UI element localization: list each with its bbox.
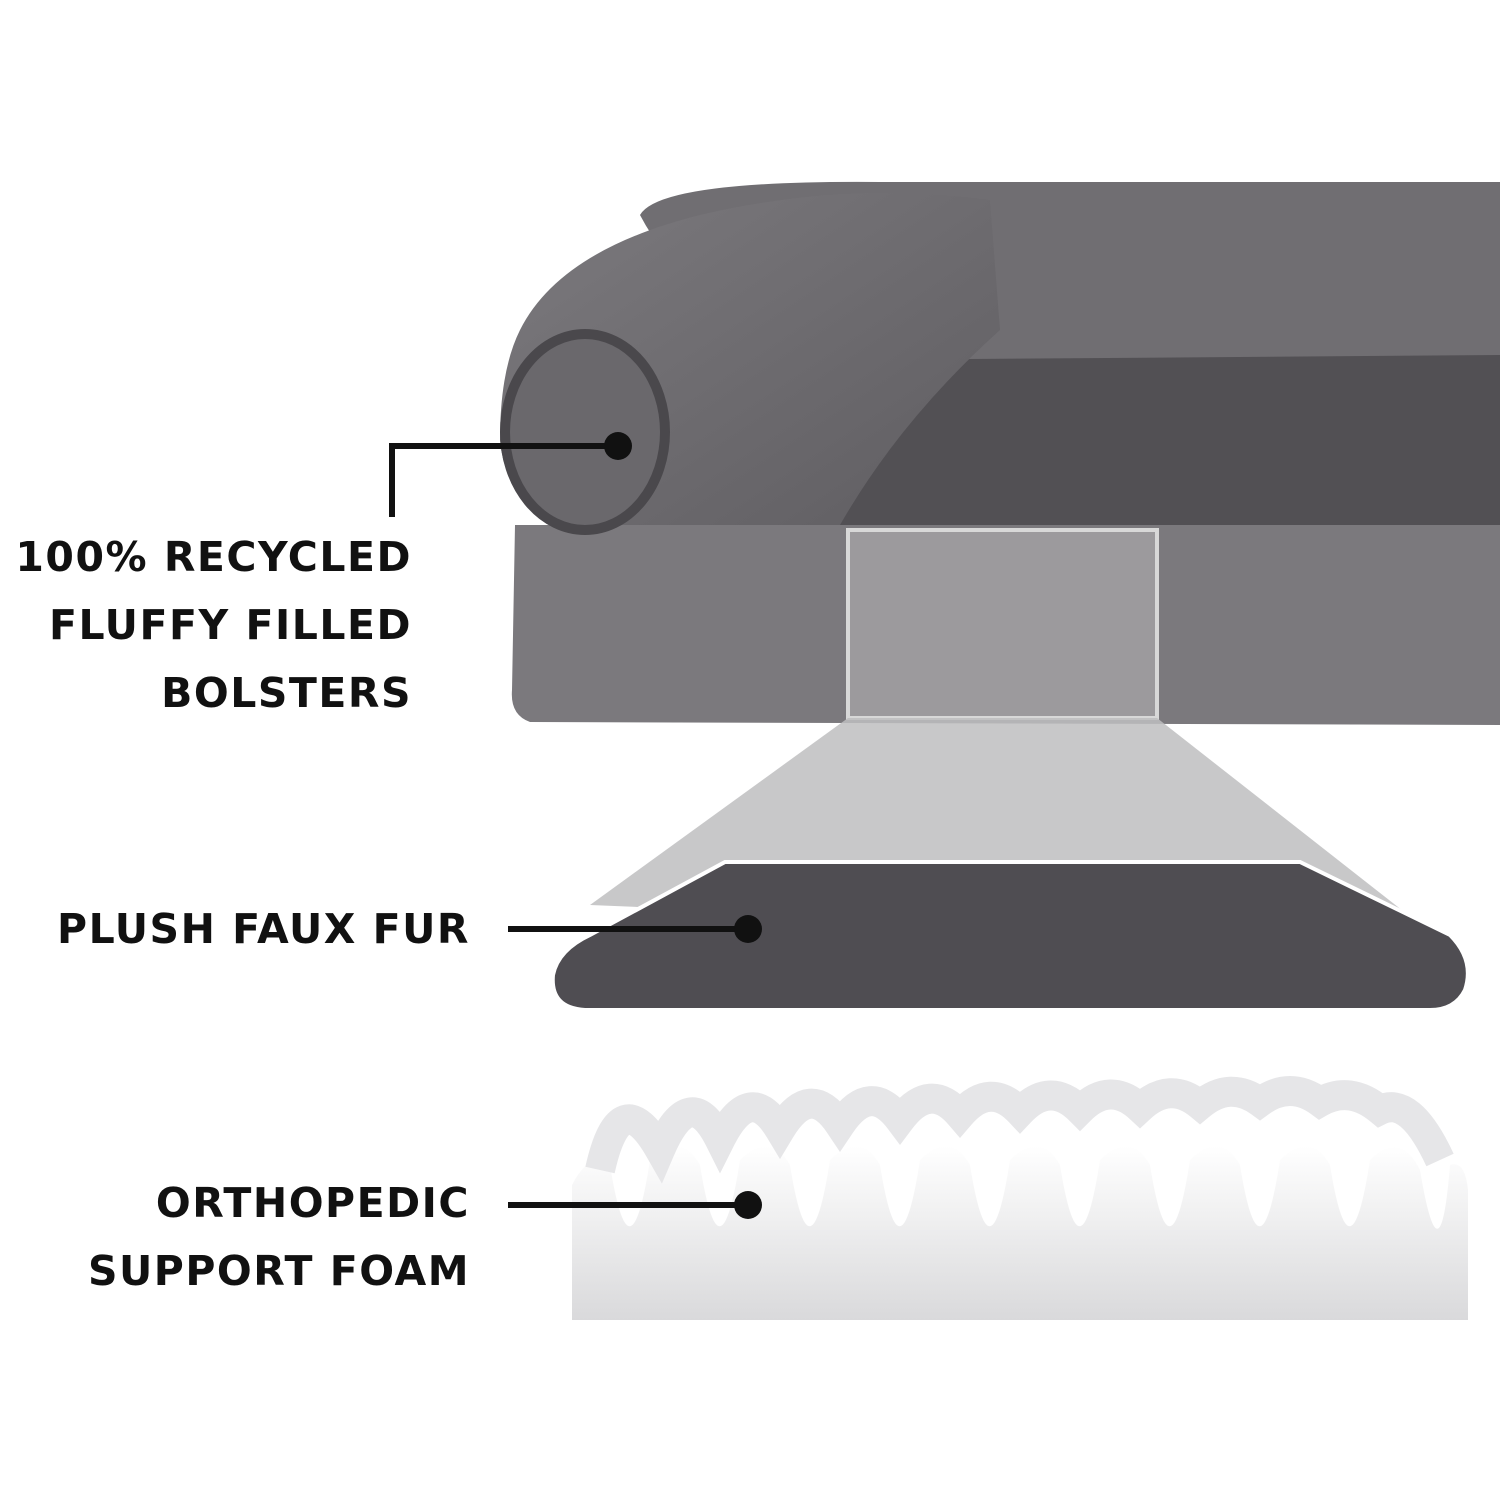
sleep-surface — [800, 355, 1500, 535]
bed-base — [511, 525, 1500, 725]
foam-layer — [572, 1076, 1468, 1320]
label-line: 100% RECYCLED — [15, 533, 412, 581]
label-line: SUPPORT FOAM — [87, 1247, 470, 1295]
foam-label: ORTHOPEDIC SUPPORT FOAM — [88, 1169, 470, 1305]
label-line: FLUFFY FILLED — [49, 601, 412, 649]
bolster-callout-line — [389, 443, 618, 517]
label-line: ORTHOPEDIC — [155, 1179, 470, 1227]
fur-callout-dot — [734, 915, 762, 943]
bolster-callout-dot — [604, 432, 632, 460]
faux-fur-layer — [550, 860, 1470, 1012]
bolster-end — [500, 329, 670, 535]
label-line: BOLSTERS — [161, 669, 412, 717]
fur-label: PLUSH FAUX FUR — [57, 895, 470, 963]
foam-callout-dot — [734, 1191, 762, 1219]
zoom-box — [846, 528, 1159, 720]
label-line: PLUSH FAUX FUR — [57, 905, 470, 953]
bolsters-label: 100% RECYCLED FLUFFY FILLED BOLSTERS — [15, 523, 412, 727]
